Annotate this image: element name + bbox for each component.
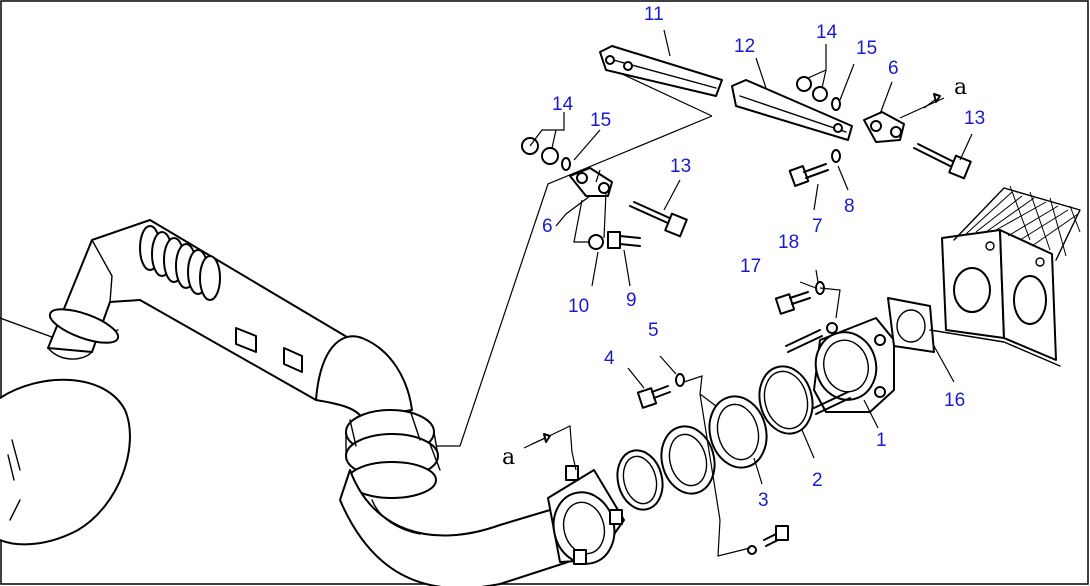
clip-6-right — [863, 111, 905, 143]
callout-13: 13 — [964, 108, 985, 129]
callout-16: 16 — [944, 390, 965, 411]
gasket-3-front — [660, 425, 716, 495]
bolt-7 — [788, 163, 829, 187]
bolt-13-right — [913, 143, 972, 180]
callout-12: 12 — [734, 36, 755, 57]
callout-14: 14 — [816, 22, 838, 43]
gasket-16 — [887, 297, 935, 353]
upper-flange-clamp — [345, 409, 441, 499]
exhaust-pipe-upper — [47, 219, 413, 419]
reference-a-lower: a — [502, 445, 515, 470]
nuts-14-left — [521, 137, 559, 165]
washer-15-right — [831, 97, 841, 111]
callout-4: 4 — [604, 348, 615, 369]
callout-6: 6 — [888, 58, 899, 79]
nuts-14-right — [796, 76, 828, 102]
callout-13: 13 — [670, 156, 691, 177]
callout-10: 10 — [568, 296, 589, 317]
bolt-17 — [774, 291, 811, 315]
bracket-12 — [731, 79, 853, 141]
callout-3: 3 — [758, 490, 769, 511]
callout-7: 7 — [812, 216, 823, 237]
nut-10 — [588, 234, 604, 250]
bolt-9 — [607, 231, 641, 249]
gasket-small — [616, 449, 664, 511]
callout-15: 15 — [590, 110, 611, 131]
gasket-3-back — [708, 395, 768, 469]
washer-15-left — [561, 157, 571, 171]
reference-letters: a a — [502, 75, 967, 470]
bracket-11 — [599, 45, 723, 97]
reference-a-upper: a — [954, 75, 967, 100]
muffler — [0, 317, 131, 546]
washer-5 — [675, 373, 685, 387]
callout-2: 2 — [812, 470, 823, 491]
callout-labels: 11 12 14 15 6 13 14 15 13 6 7 8 18 17 10… — [542, 4, 985, 511]
callout-14: 14 — [552, 94, 574, 115]
bolt-13-left — [629, 201, 688, 238]
callout-17: 17 — [740, 256, 761, 277]
callout-1: 1 — [876, 430, 887, 451]
clip-6-left — [569, 167, 613, 197]
leader-lines — [436, 29, 973, 557]
callout-15: 15 — [856, 38, 877, 59]
lower-flange — [547, 465, 625, 565]
callout-9: 9 — [626, 290, 637, 311]
ring-2 — [758, 365, 814, 435]
bolt-4 — [636, 385, 671, 409]
reference-arrows — [531, 93, 941, 445]
callout-11: 11 — [644, 4, 664, 25]
callout-8: 8 — [844, 196, 855, 217]
pipe-bellows — [139, 225, 221, 301]
callout-6: 6 — [542, 216, 553, 237]
bolt-lower — [747, 525, 789, 555]
washer-8 — [831, 149, 841, 163]
callout-18: 18 — [778, 232, 799, 253]
callout-5: 5 — [648, 320, 659, 341]
turbo-outlet-housing — [929, 185, 1081, 367]
adapter-1 — [785, 317, 895, 415]
